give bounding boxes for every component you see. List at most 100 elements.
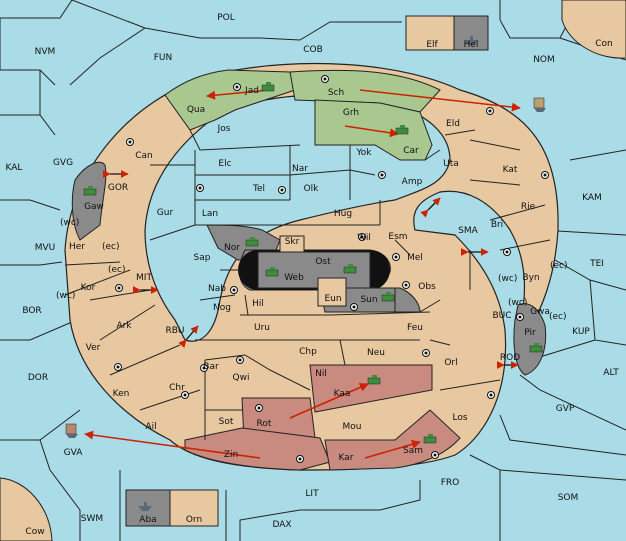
label-rod: ROD bbox=[500, 353, 520, 363]
order-sch-ovd bbox=[359, 89, 521, 112]
coast-gwa-ec: (ec) bbox=[549, 312, 567, 322]
sc-obs bbox=[402, 281, 410, 289]
sc-zin bbox=[296, 455, 304, 463]
unit-fleet-hel[interactable] bbox=[464, 36, 478, 45]
unit-army-sun[interactable] bbox=[381, 292, 395, 302]
sc-olk bbox=[278, 186, 286, 194]
label-nom: NOM bbox=[533, 55, 555, 65]
passage-sma bbox=[420, 197, 441, 218]
label-gaw: Gaw bbox=[84, 202, 104, 212]
label-qwi: Qwi bbox=[233, 373, 250, 383]
label-nor: Nor bbox=[224, 243, 240, 253]
sea-labels: POL NVM FUN COB NOM Con KAL GVG GOR KAM … bbox=[6, 13, 620, 537]
unit-army-grh[interactable] bbox=[395, 125, 409, 135]
label-gvg: GVG bbox=[53, 158, 73, 168]
label-esm: Esm bbox=[388, 232, 407, 242]
label-ver: Ver bbox=[86, 343, 101, 353]
label-aba: Aba bbox=[139, 515, 156, 525]
label-sma: SMA bbox=[458, 226, 478, 236]
unit-army-ost[interactable] bbox=[343, 264, 357, 274]
unit-fleet-ovd[interactable] bbox=[533, 97, 546, 112]
label-pol: POL bbox=[217, 13, 235, 23]
label-web: Web bbox=[284, 273, 304, 283]
label-lan: Lan bbox=[202, 209, 218, 219]
label-skr: Skr bbox=[285, 237, 300, 247]
label-her: Her bbox=[69, 242, 85, 252]
region-orn[interactable] bbox=[169, 489, 219, 527]
label-rbu: RBU bbox=[165, 326, 184, 336]
unit-army-gaw[interactable] bbox=[83, 186, 97, 196]
land-borders bbox=[64, 129, 551, 440]
sc-sch bbox=[321, 75, 329, 83]
move-orders bbox=[84, 89, 521, 459]
units bbox=[65, 36, 546, 511]
label-kup: KUP bbox=[572, 327, 590, 337]
passage-rbu bbox=[178, 325, 199, 348]
label-tei: TEI bbox=[589, 259, 604, 269]
unit-army-pir[interactable] bbox=[529, 343, 543, 353]
label-jos: Jos bbox=[217, 124, 231, 134]
unit-fleet-gva[interactable] bbox=[65, 423, 78, 438]
sc-kor bbox=[115, 284, 123, 292]
coast-byn-wc: (wc) bbox=[498, 274, 517, 284]
label-sap: Sap bbox=[194, 253, 211, 263]
sc-can bbox=[126, 138, 134, 146]
order-jad-qua bbox=[206, 89, 271, 100]
coast-kor-wc: (wc) bbox=[56, 291, 75, 301]
label-fun: FUN bbox=[154, 53, 173, 63]
label-ken: Ken bbox=[113, 389, 130, 399]
supply-centers bbox=[114, 75, 549, 463]
label-yok: Yok bbox=[355, 148, 372, 158]
sc-mel bbox=[392, 253, 400, 261]
label-gvp: GVP bbox=[556, 404, 575, 414]
order-zin-gva bbox=[84, 430, 261, 459]
label-mit: MIT bbox=[136, 273, 152, 283]
label-mvu: MVU bbox=[35, 243, 56, 253]
label-nar: Nar bbox=[292, 164, 308, 174]
label-olk: Olk bbox=[304, 184, 320, 194]
label-ail: Ail bbox=[145, 422, 156, 432]
sc-elf bbox=[486, 107, 494, 115]
sc-eld bbox=[541, 171, 549, 179]
label-kar: Kar bbox=[339, 453, 354, 463]
sc-byn bbox=[503, 248, 511, 256]
zone-pir bbox=[513, 303, 547, 376]
coast-kor-ec: (ec) bbox=[108, 265, 126, 275]
sc-uru bbox=[350, 303, 358, 311]
label-rie: Rie bbox=[521, 202, 536, 212]
unit-fleet-aba[interactable] bbox=[138, 502, 152, 511]
unit-army-sam[interactable] bbox=[423, 434, 437, 444]
sc-rot bbox=[255, 404, 263, 412]
label-can: Can bbox=[135, 151, 153, 161]
unit-army-nor[interactable] bbox=[245, 237, 259, 247]
sc-jad bbox=[233, 83, 241, 91]
coast-labels: (wc) (ec) (ec) (wc) (wc) (ec) (wc) (ec) bbox=[56, 218, 568, 322]
sc-nab bbox=[230, 286, 238, 294]
sc-tel bbox=[196, 184, 204, 192]
label-eld: Eld bbox=[446, 119, 460, 129]
label-hel: Hel bbox=[464, 40, 479, 50]
coast-byn-ec: (ec) bbox=[550, 261, 568, 271]
label-sam: Sam bbox=[403, 446, 423, 456]
label-rot: Rot bbox=[257, 419, 272, 429]
label-gur: Gur bbox=[157, 208, 174, 218]
label-bor: BOR bbox=[22, 306, 41, 316]
label-alt: ALT bbox=[603, 368, 619, 378]
label-elf: Elf bbox=[426, 40, 438, 50]
label-fro: FRO bbox=[441, 478, 460, 488]
land-labels: Elf Hel Jad Qua Sch Grh Car Eld Jos Can … bbox=[69, 40, 550, 525]
label-hug: Hug bbox=[334, 209, 352, 219]
label-sun: Sun bbox=[360, 295, 377, 305]
order-kar-sam bbox=[364, 439, 421, 459]
label-con: Con bbox=[595, 39, 613, 49]
coast-gaw-wc: (wc) bbox=[60, 218, 79, 228]
region-eun[interactable] bbox=[317, 277, 347, 307]
unit-army-web[interactable] bbox=[265, 267, 279, 277]
label-kal: KAL bbox=[6, 163, 23, 173]
sc-yok bbox=[378, 171, 386, 179]
label-wil: Wil bbox=[357, 233, 371, 243]
unit-army-jad[interactable] bbox=[261, 82, 275, 92]
sc-ail bbox=[181, 391, 189, 399]
label-feu: Feu bbox=[407, 323, 423, 333]
unit-army-kaa[interactable] bbox=[367, 375, 381, 385]
